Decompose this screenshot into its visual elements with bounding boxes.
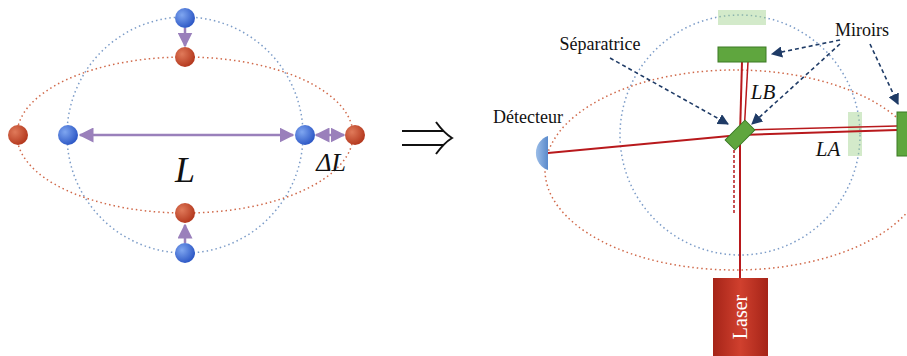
delta-label: ΔL (316, 150, 346, 176)
ring-of-masses (8, 8, 365, 263)
arm-length-label: LB (751, 82, 776, 103)
laser-label: Laser (730, 295, 750, 339)
laser-box: Laser (713, 278, 768, 356)
interferometer (536, 10, 907, 356)
mirrors-label: Miroirs (835, 21, 889, 39)
splitter-label: Séparatrice (560, 35, 641, 53)
detector-label: Détecteur (493, 108, 563, 126)
distance-label: L (175, 152, 195, 188)
implies-arrow (402, 122, 452, 154)
arm-length-label: LA (816, 139, 841, 160)
